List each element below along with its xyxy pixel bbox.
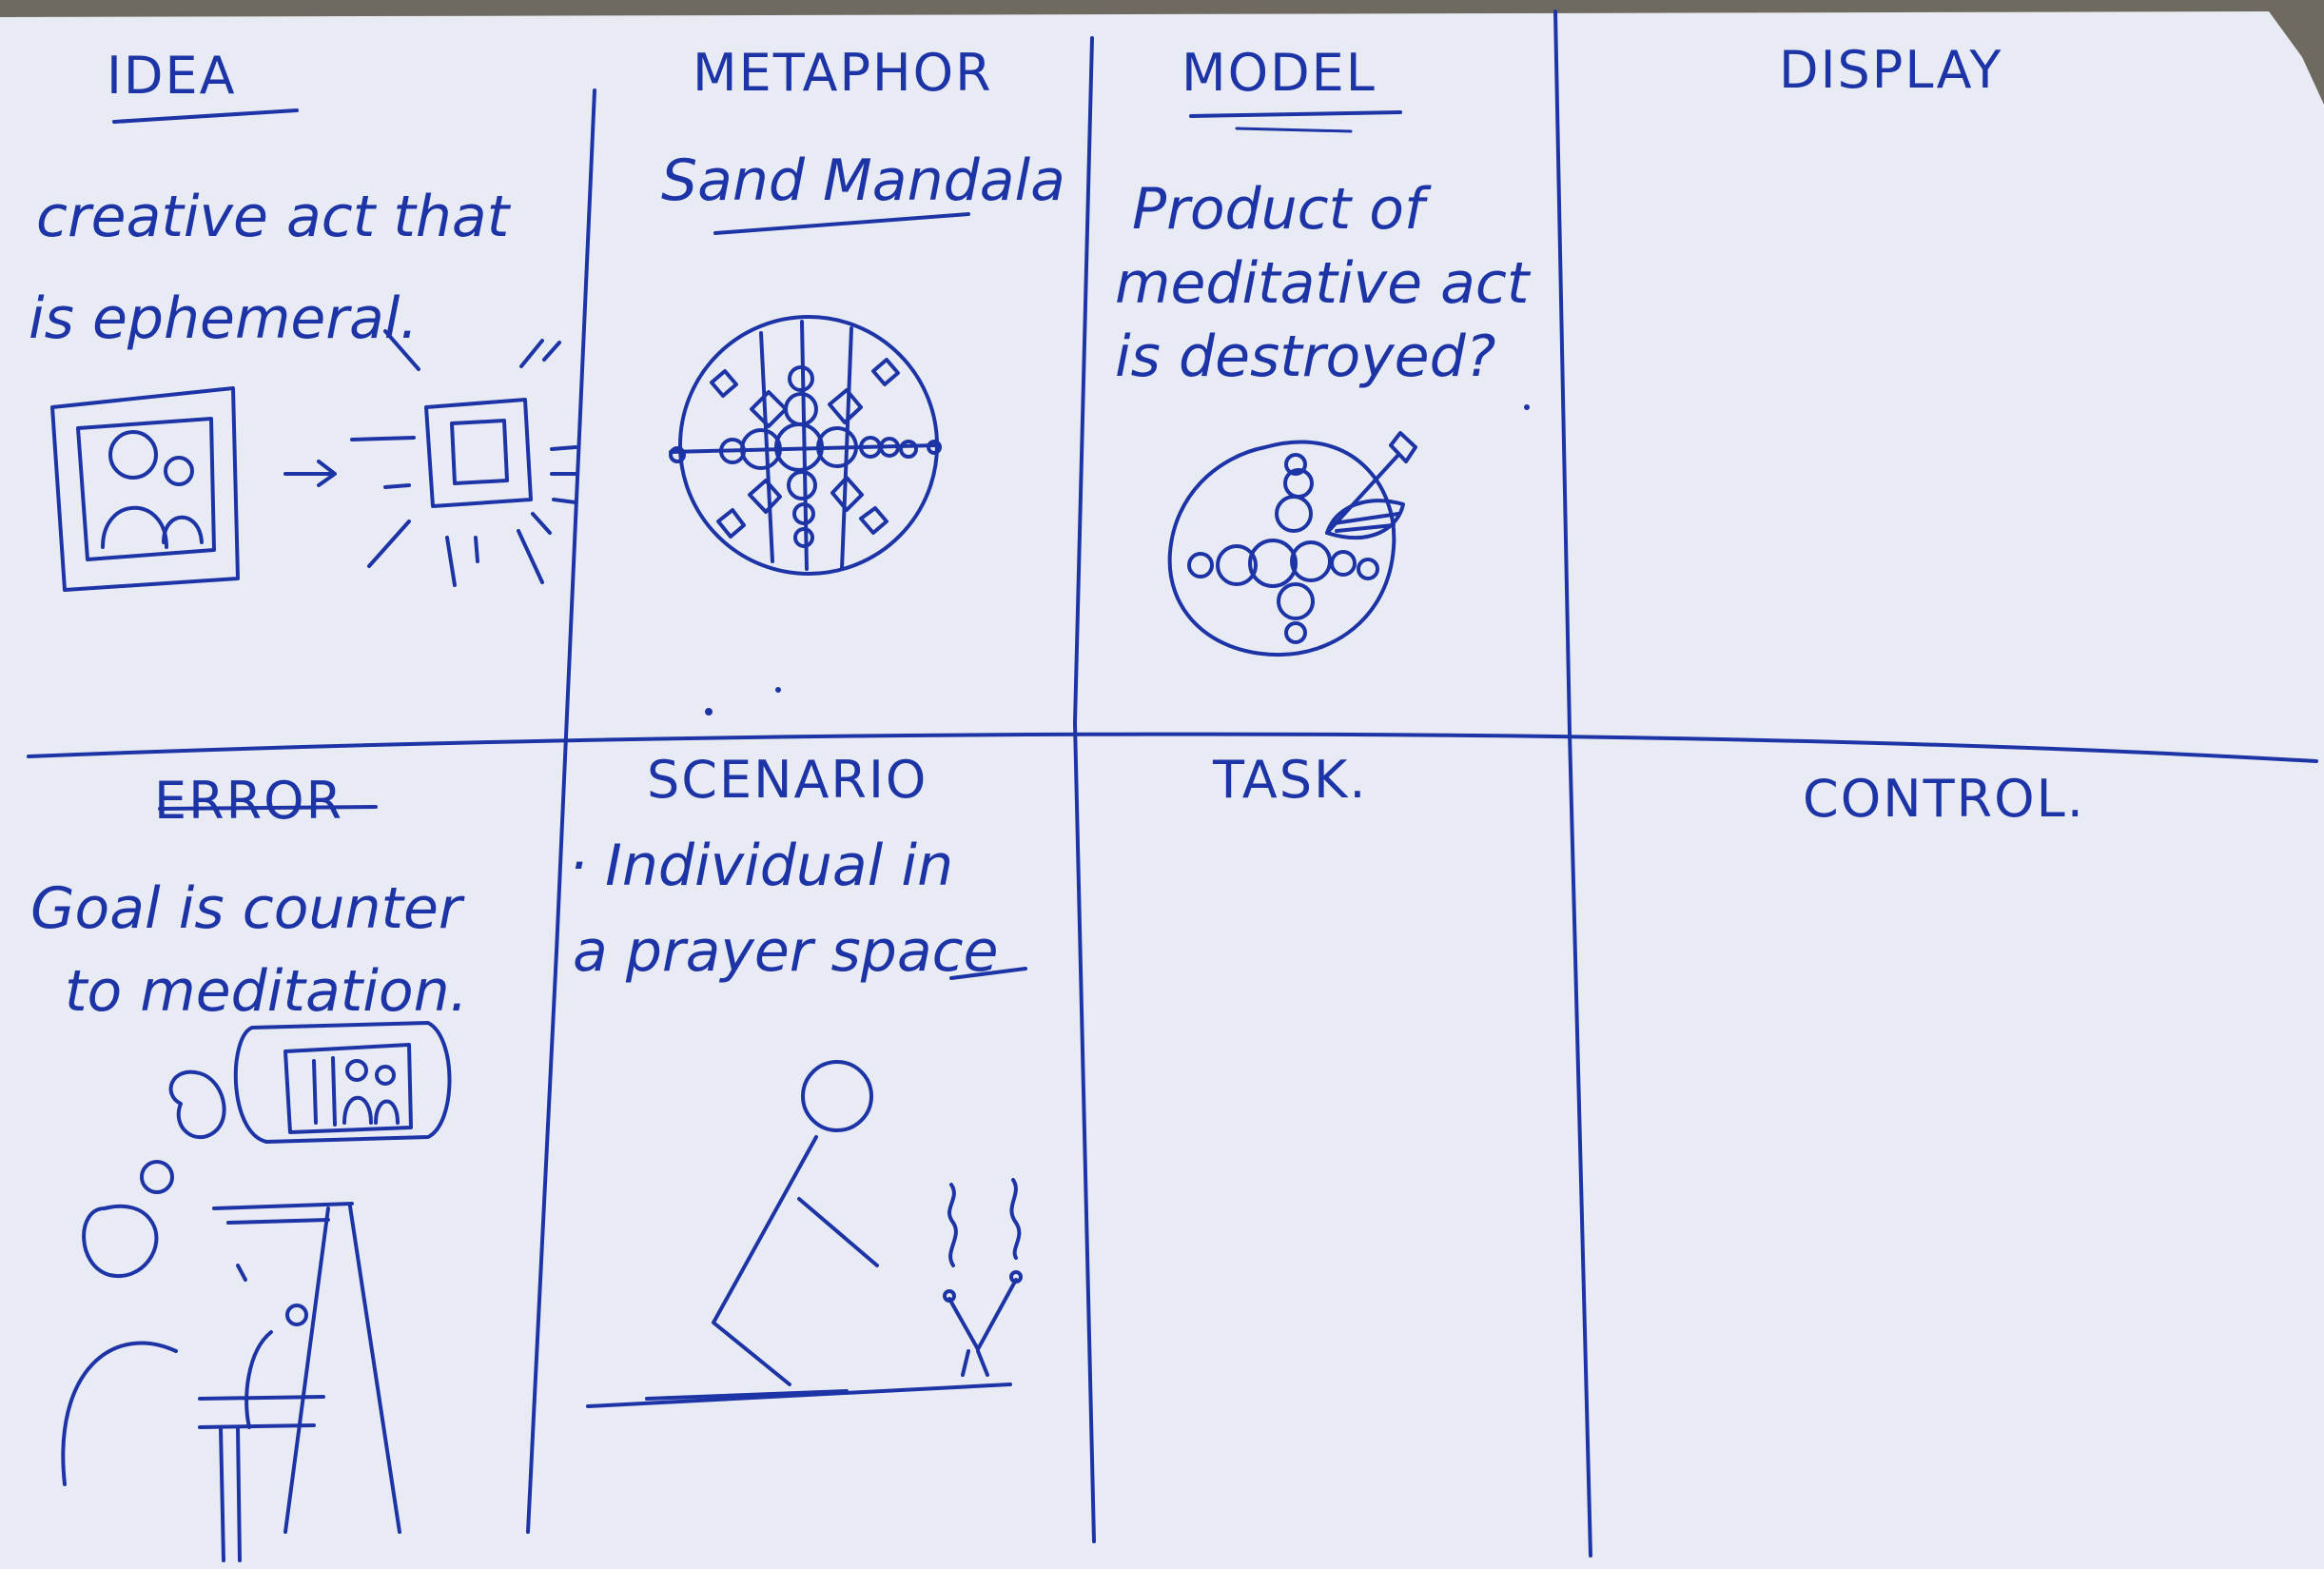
display-heading: DISPLAY xyxy=(1779,40,2002,100)
sand-mandala-icon xyxy=(669,315,942,576)
control-heading: CONTROL. xyxy=(1803,769,2085,829)
idea-text-line-1: creative act that xyxy=(36,184,512,250)
painter-at-easel-icon xyxy=(61,1021,452,1562)
scenario-heading: SCENARIO xyxy=(647,750,928,810)
error-heading: ERROR xyxy=(154,771,343,831)
idea-underline xyxy=(112,108,299,124)
ink-dot xyxy=(1524,404,1530,410)
arrow-icon xyxy=(283,460,337,487)
scenario-underline xyxy=(949,967,1027,980)
model-text-line-3: is destroyed? xyxy=(1115,324,1496,390)
fading-frame-icon xyxy=(350,329,577,587)
model-text-line-1: Product of xyxy=(1132,176,1432,243)
idea-heading: IDEA xyxy=(107,46,237,106)
error-underline xyxy=(158,805,378,811)
idea-text-line-2: is ephemeral. xyxy=(29,285,418,352)
scenario-text-line-2: a prayer space xyxy=(573,918,999,985)
model-text-line-2: meditative act xyxy=(1115,250,1532,317)
scenario-text-line-1: · Individual in xyxy=(569,833,953,899)
ink-dot xyxy=(705,708,713,716)
metaphor-heading: METAPHOR xyxy=(693,43,993,103)
model-underline-2 xyxy=(1235,127,1353,133)
model-heading: MODEL xyxy=(1182,43,1377,103)
error-text-line-1: Goal is counter xyxy=(30,875,465,942)
metaphor-text-line-1: Sand Mandala xyxy=(661,147,1065,214)
grid-lines xyxy=(27,10,2318,1558)
broom-sweeping-mandala-icon xyxy=(1167,431,1417,657)
framed-picture-icon xyxy=(50,386,240,592)
model-underline xyxy=(1189,110,1402,118)
error-text-line-2: to meditation. xyxy=(65,958,468,1025)
ink-dot xyxy=(775,687,781,693)
metaphor-underline xyxy=(713,212,970,235)
praying-person-icon xyxy=(586,1060,1023,1408)
task-heading: TASK. xyxy=(1212,750,1368,810)
